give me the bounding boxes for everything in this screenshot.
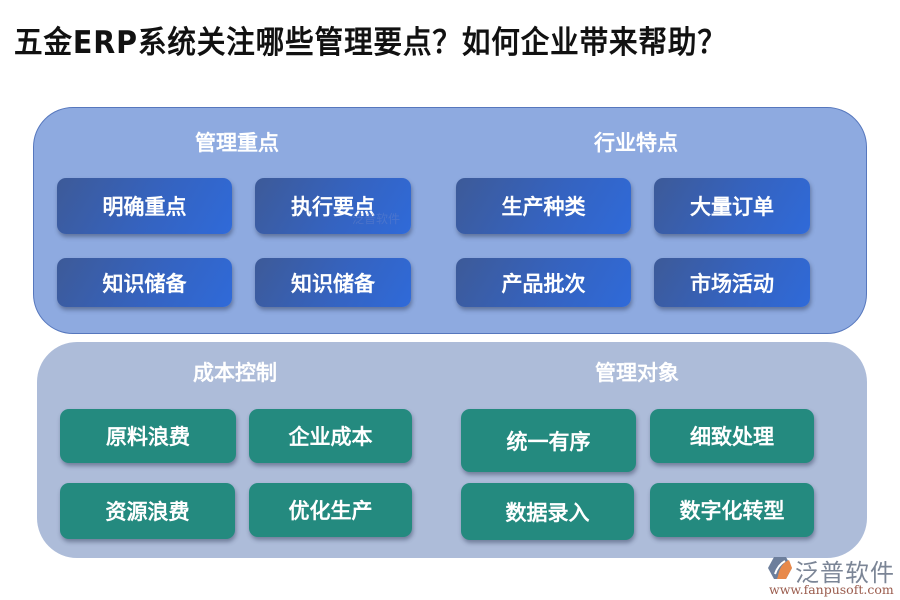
item-resource-waste[interactable]: 资源浪费 bbox=[60, 483, 235, 539]
item-data-entry[interactable]: 数据录入 bbox=[461, 483, 634, 540]
section-heading-cost-control: 成本控制 bbox=[193, 361, 277, 385]
item-material-waste[interactable]: 原料浪费 bbox=[60, 409, 236, 463]
item-clear-focus[interactable]: 明确重点 bbox=[57, 178, 232, 234]
section-heading-management-focus: 管理重点 bbox=[195, 131, 279, 155]
item-knowledge-reserve-2[interactable]: 知识储备 bbox=[255, 258, 411, 307]
watermark: 泛普软件 bbox=[352, 212, 401, 226]
fanpu-logo[interactable]: 泛普软件 www.fanpusoft.com bbox=[767, 553, 897, 598]
item-unified-order[interactable]: 统一有序 bbox=[461, 409, 636, 472]
item-execution-points[interactable]: 执行要点 bbox=[255, 178, 411, 234]
logo-name: 泛普软件 bbox=[795, 559, 895, 587]
page-title: 五金ERP系统关注哪些管理要点？如何企业带来帮助？ bbox=[14, 25, 727, 61]
section-heading-management-objects: 管理对象 bbox=[595, 361, 679, 385]
item-optimize-production[interactable]: 优化生产 bbox=[249, 483, 412, 537]
item-production-types[interactable]: 生产种类 bbox=[456, 178, 631, 234]
item-large-orders[interactable]: 大量订单 bbox=[654, 178, 810, 234]
fanpu-logo-icon bbox=[767, 556, 793, 580]
item-digital-transformation[interactable]: 数字化转型 bbox=[650, 483, 814, 537]
item-knowledge-reserve-1[interactable]: 知识储备 bbox=[57, 258, 232, 307]
section-heading-industry-traits: 行业特点 bbox=[594, 131, 678, 155]
logo-url: www.fanpusoft.com bbox=[769, 582, 894, 597]
item-product-batches[interactable]: 产品批次 bbox=[456, 258, 631, 307]
item-enterprise-cost[interactable]: 企业成本 bbox=[249, 409, 412, 463]
item-detailed-processing[interactable]: 细致处理 bbox=[650, 409, 814, 463]
item-market-activities[interactable]: 市场活动 bbox=[654, 258, 810, 307]
